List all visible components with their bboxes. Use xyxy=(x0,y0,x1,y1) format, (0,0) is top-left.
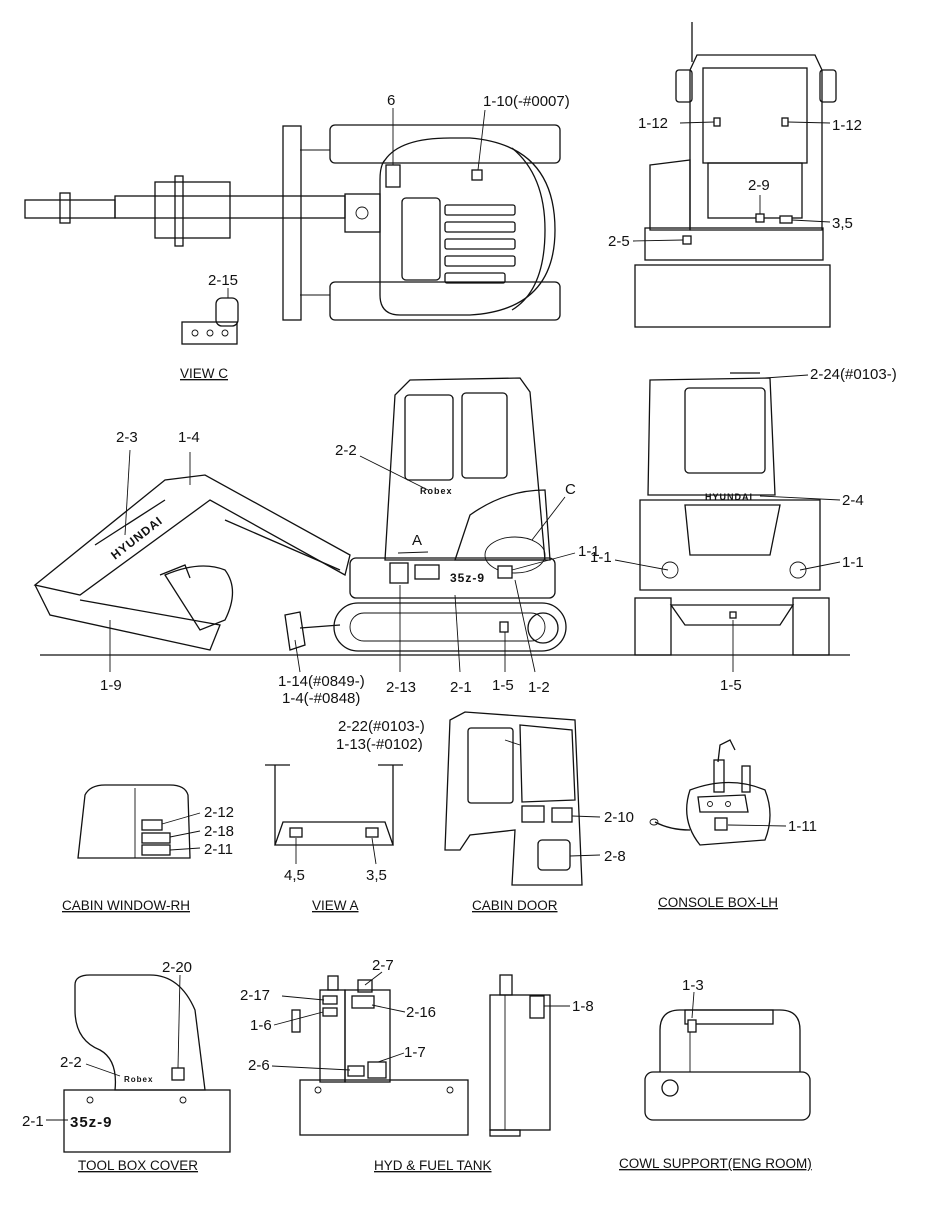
caption-view-c: VIEW C xyxy=(180,366,228,381)
brand-robex-side: Robex xyxy=(420,486,453,496)
callout-1-5-side: 1-5 xyxy=(492,677,514,694)
brand-hyundai-rear: HYUNDAI xyxy=(705,492,753,502)
callout-1-6: 1-6 xyxy=(250,1017,272,1034)
callout-2-24: 2-24(#0103-) xyxy=(810,366,897,383)
caption-cabin-window-rh: CABIN WINDOW-RH xyxy=(62,898,190,913)
cabin-window-rh-drawing xyxy=(77,784,201,859)
callout-1-1-side: 1-1 xyxy=(578,543,600,560)
caption-console-box-lh: CONSOLE BOX-LH xyxy=(658,895,778,910)
side-view-machine xyxy=(33,377,850,673)
callout-1-4-low: 1-4(-#0848) xyxy=(282,690,360,707)
callout-1-3: 1-3 xyxy=(682,977,704,994)
brand-model-toolbox: 35z-9 xyxy=(70,1114,113,1131)
callout-1-12-left: 1-12 xyxy=(638,115,668,132)
callout-6: 6 xyxy=(387,92,395,109)
cowl-support-drawing xyxy=(644,991,811,1121)
hyd-fuel-tank-drawing xyxy=(271,971,570,1137)
callout-1-5-rear: 1-5 xyxy=(720,677,742,694)
callout-2-16: 2-16 xyxy=(406,1004,436,1021)
callout-3-5-rear: 3,5 xyxy=(832,215,853,232)
brand-robex-toolbox: Robex xyxy=(124,1075,153,1084)
caption-tool-box-cover: TOOL BOX COVER xyxy=(78,1158,198,1173)
callout-1-1-rear-right: 1-1 xyxy=(842,554,864,571)
callout-1-11: 1-11 xyxy=(788,818,817,835)
console-box-lh-drawing xyxy=(649,739,787,846)
callout-2-18: 2-18 xyxy=(204,823,234,840)
callout-2-2-side: 2-2 xyxy=(335,442,357,459)
callout-1-1-rear-left: 1-1 xyxy=(590,549,612,566)
tool-box-cover-drawing xyxy=(46,974,231,1153)
callout-2-2-toolbox: 2-2 xyxy=(60,1054,82,1071)
view-a-drawing xyxy=(265,764,403,865)
callout-2-9: 2-9 xyxy=(748,177,770,194)
callout-2-5: 2-5 xyxy=(608,233,630,250)
callout-2-22: 2-22(#0103-) xyxy=(338,718,425,735)
top-view-machine xyxy=(24,108,561,345)
callout-2-13: 2-13 xyxy=(386,679,416,696)
callout-2-7: 2-7 xyxy=(372,957,394,974)
rear-view-lower xyxy=(614,372,841,672)
callout-2-17: 2-17 xyxy=(240,987,270,1004)
callout-2-4: 2-4 xyxy=(842,492,864,509)
callout-1-2: 1-2 xyxy=(528,679,550,696)
callout-1-9: 1-9 xyxy=(100,677,122,694)
caption-cowl-support: COWL SUPPORT(ENG ROOM) xyxy=(619,1156,812,1171)
decal-6-marker xyxy=(385,164,401,188)
callout-2-3: 2-3 xyxy=(116,429,138,446)
callout-2-6: 2-6 xyxy=(248,1057,270,1074)
cabin-door-drawing xyxy=(444,711,601,886)
callout-2-20: 2-20 xyxy=(162,959,192,976)
brand-model-side: 35z-9 xyxy=(450,571,485,585)
callout-2-8: 2-8 xyxy=(604,848,626,865)
callout-1-10: 1-10(-#0007) xyxy=(483,93,570,110)
callout-2-11: 2-11 xyxy=(204,841,233,858)
caption-view-a: VIEW A xyxy=(312,898,359,913)
callout-2-1-toolbox: 2-1 xyxy=(22,1113,44,1130)
callout-2-10: 2-10 xyxy=(604,809,634,826)
callout-2-12: 2-12 xyxy=(204,804,234,821)
callout-1-7: 1-7 xyxy=(404,1044,426,1061)
callout-1-12-right: 1-12 xyxy=(832,117,862,134)
callout-4-5: 4,5 xyxy=(284,867,305,884)
callout-1-13: 1-13(-#0102) xyxy=(336,736,423,753)
rear-view-machine xyxy=(632,22,837,328)
caption-cabin-door: CABIN DOOR xyxy=(472,898,558,913)
brand-hyundai-boom: HYUNDAI xyxy=(108,513,165,562)
callout-A: A xyxy=(412,532,422,549)
callout-C: C xyxy=(565,481,576,498)
decal-1-10-marker xyxy=(471,169,483,181)
callout-2-1-side: 2-1 xyxy=(450,679,472,696)
caption-hyd-fuel-tank: HYD & FUEL TANK xyxy=(374,1158,492,1173)
callout-1-14: 1-14(#0849-) xyxy=(278,673,365,690)
callout-1-8: 1-8 xyxy=(572,998,594,1015)
callout-3-5-viewa: 3,5 xyxy=(366,867,387,884)
callout-1-4-top: 1-4 xyxy=(178,429,200,446)
callout-2-15: 2-15 xyxy=(208,272,238,289)
